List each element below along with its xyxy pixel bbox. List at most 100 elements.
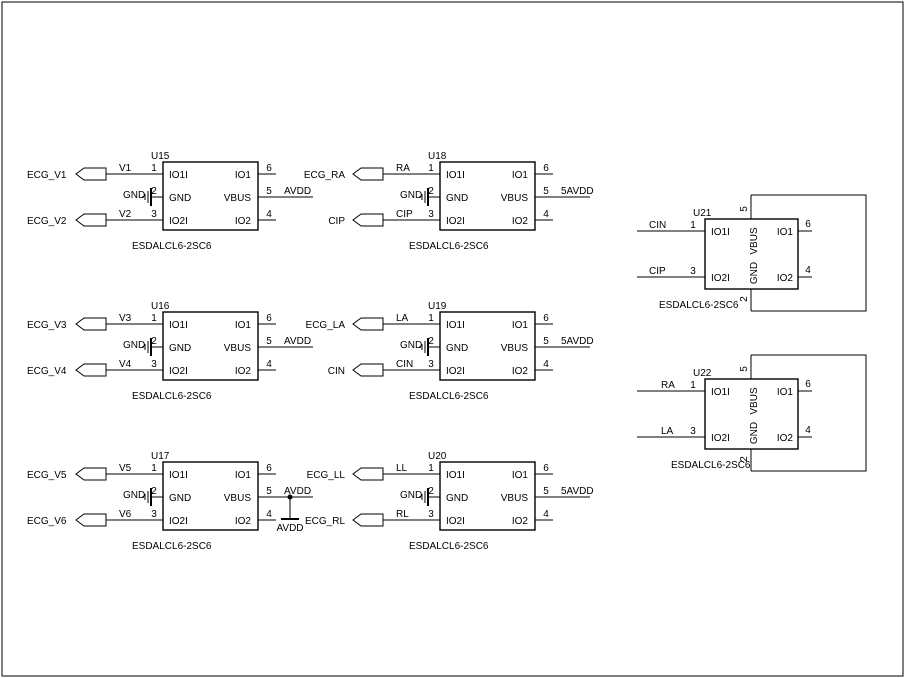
pin-number: 4 (805, 265, 811, 276)
pin-number: 3 (151, 509, 157, 520)
net-label: RA (661, 380, 675, 391)
input-port (75, 167, 107, 181)
ground-symbol (419, 188, 429, 206)
ic-reference: U15 (151, 151, 170, 162)
ic-body (162, 461, 259, 531)
pin-number: 2 (428, 486, 434, 497)
port-label: ECG_LA (306, 320, 346, 331)
port-label: ECG_V6 (27, 516, 67, 527)
pin-number: 1 (428, 163, 434, 174)
pin-name: IO2I (169, 516, 188, 527)
pin-name: IO2 (235, 366, 252, 377)
net-label: LL (396, 463, 408, 474)
pin-name: IO1 (777, 227, 794, 238)
ic-body (162, 311, 259, 381)
right-column: U21ESDALCL6-2SC6IO1IIO2IIO1IO2VBUSGND13C… (637, 194, 867, 472)
pin-name: VBUS (501, 193, 529, 204)
ground-label: GND (400, 490, 422, 501)
pin-name: IO1 (512, 320, 529, 331)
net-label: CIN (649, 220, 666, 231)
ic-u18: U18ESDALCL6-2SC6IO1IGNDIO2IIO1VBUSIO2123… (304, 151, 594, 252)
ic-u16: U16ESDALCL6-2SC6IO1IGNDIO2IIO1VBUSIO2123… (27, 301, 313, 402)
pin-number: 5 (739, 206, 750, 212)
ic-u20: U20ESDALCL6-2SC6IO1IGNDIO2IIO1VBUSIO2123… (305, 451, 594, 552)
pin-name: GND (169, 493, 191, 504)
port-label: ECG_V3 (27, 320, 67, 331)
port-label: ECG_V2 (27, 216, 67, 227)
ground-symbol (142, 338, 152, 356)
pin-number: 4 (266, 209, 272, 220)
pin-name: VBUS (749, 387, 760, 415)
pin-name: GND (446, 193, 468, 204)
pin-name: IO1 (512, 170, 529, 181)
left-column: U15ESDALCL6-2SC6IO1IGNDIO2IIO1VBUSIO2123… (27, 151, 313, 552)
net-label: V3 (119, 313, 132, 324)
pin-number: 3 (151, 209, 157, 220)
pin-name: GND (169, 343, 191, 354)
pin-number: 1 (428, 313, 434, 324)
pin-name: IO2 (777, 273, 794, 284)
pin-name: IO2I (446, 216, 465, 227)
pin-name: IO2 (235, 516, 252, 527)
ic-u21: U21ESDALCL6-2SC6IO1IIO2IIO1IO2VBUSGND13C… (637, 194, 867, 312)
input-port (352, 213, 384, 227)
ground-label: GND (400, 190, 422, 201)
pin-name: IO1I (169, 320, 188, 331)
input-port (352, 317, 384, 331)
loop-wire (751, 354, 867, 472)
net-label: LA (661, 426, 674, 437)
ic-body (439, 161, 536, 231)
pin-name: IO1 (512, 470, 529, 481)
ic-part-number: ESDALCL6-2SC6 (409, 391, 489, 402)
vbus-net-label: AVDD (284, 486, 311, 497)
middle-column: U18ESDALCL6-2SC6IO1IGNDIO2IIO1VBUSIO2123… (304, 151, 594, 552)
pin-name: IO1I (446, 320, 465, 331)
pin-number: 4 (805, 425, 811, 436)
pin-name: GND (749, 422, 760, 444)
ground-symbol (142, 188, 152, 206)
input-port (352, 167, 384, 181)
input-port (75, 317, 107, 331)
ic-u17: U17ESDALCL6-2SC6IO1IGNDIO2IIO1VBUSIO2123… (27, 451, 313, 552)
ic-body (704, 218, 799, 290)
pin-name: IO2 (235, 216, 252, 227)
ground-symbol (419, 488, 429, 506)
pin-name: IO1I (711, 227, 730, 238)
input-port (352, 513, 384, 527)
pin-name: GND (446, 343, 468, 354)
pin-number: 1 (428, 463, 434, 474)
pin-number: 5 (543, 336, 549, 347)
port-label: ECG_RL (305, 516, 345, 527)
vbus-net-label: AVDD (284, 186, 311, 197)
pin-name: IO1 (235, 470, 252, 481)
ic-u22: U22ESDALCL6-2SC6IO1IIO2IIO1IO2VBUSGND13R… (637, 354, 867, 472)
ground-symbol (142, 488, 152, 506)
pin-number: 2 (151, 486, 157, 497)
net-label: V5 (119, 463, 132, 474)
pin-name: GND (749, 262, 760, 284)
pin-number: 3 (151, 359, 157, 370)
pin-number: 1 (151, 463, 157, 474)
power-label: AVDD (276, 523, 303, 534)
pin-number: 1 (690, 220, 696, 231)
ground-label: GND (400, 340, 422, 351)
vbus-net-label: 5AVDD (561, 186, 594, 197)
ground-symbol (419, 338, 429, 356)
ic-body (439, 461, 536, 531)
pin-number: 3 (428, 359, 434, 370)
ic-reference: U18 (428, 151, 447, 162)
pin-number: 3 (690, 426, 696, 437)
loop-wire (751, 194, 867, 312)
input-port (352, 363, 384, 377)
ic-reference: U17 (151, 451, 170, 462)
pin-number: 3 (428, 509, 434, 520)
pin-name: IO1I (169, 470, 188, 481)
pin-number: 6 (543, 313, 549, 324)
pin-number: 6 (266, 313, 272, 324)
pin-name: IO2I (446, 516, 465, 527)
pin-name: IO2I (446, 366, 465, 377)
net-label: V2 (119, 209, 132, 220)
port-label: ECG_V1 (27, 170, 67, 181)
ground-label: GND (123, 190, 145, 201)
